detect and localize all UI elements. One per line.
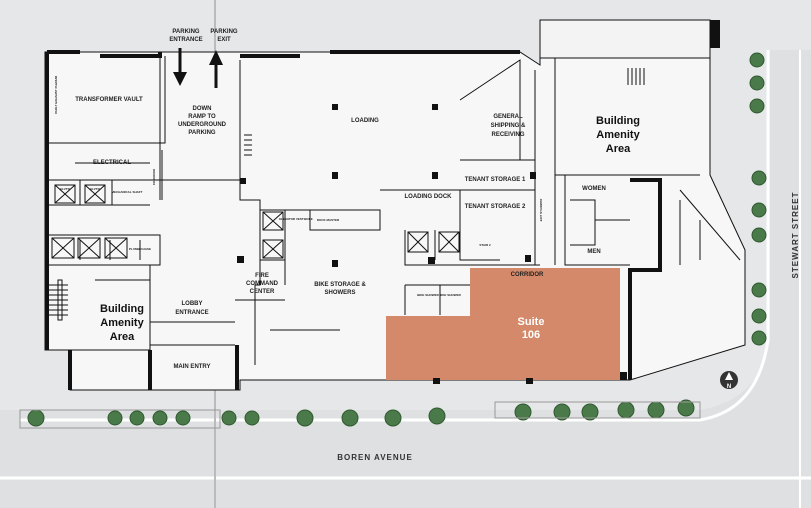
stewart-street-label: STEWART STREET: [791, 192, 800, 279]
svg-text:SHIPPING &: SHIPPING &: [491, 123, 526, 129]
suite-106[interactable]: [386, 268, 620, 380]
svg-text:CORRIDOR: CORRIDOR: [511, 272, 544, 278]
svg-text:PLUMB CHASE: PLUMB CHASE: [129, 247, 151, 251]
north-arrow-icon: N: [720, 371, 738, 390]
svg-text:STAIR 2: STAIR 2: [479, 243, 491, 247]
svg-text:DOWN: DOWN: [193, 106, 212, 112]
suite-label-line1: Suite: [518, 316, 545, 328]
svg-text:Building: Building: [100, 303, 144, 315]
svg-text:TRANSFORMER VAULT: TRANSFORMER VAULT: [75, 97, 143, 103]
svg-text:ELECTRICAL: ELECTRICAL: [93, 160, 131, 166]
svg-text:FIRE: FIRE: [255, 273, 269, 279]
svg-text:BIKE SHOWER: BIKE SHOWER: [439, 293, 461, 297]
svg-text:Area: Area: [110, 331, 135, 343]
svg-text:LOBBY: LOBBY: [182, 301, 203, 307]
parking-arrows: [173, 48, 223, 88]
svg-text:SHOWERS: SHOWERS: [324, 290, 355, 296]
svg-text:ELEVATOR VESTIBULE: ELEVATOR VESTIBULE: [279, 217, 313, 221]
suite-label-line2: 106: [522, 329, 540, 341]
svg-text:Amenity: Amenity: [596, 129, 640, 141]
stairs: [48, 68, 645, 321]
columns: [237, 104, 627, 384]
svg-text:DOCK MASTER: DOCK MASTER: [317, 218, 340, 222]
interior-walls: [44, 56, 741, 365]
svg-text:COMMAND: COMMAND: [246, 281, 279, 287]
svg-text:MAIN ENTRY: MAIN ENTRY: [173, 364, 210, 370]
svg-text:CORRIDOR: CORRIDOR: [152, 168, 156, 185]
svg-text:RAMP TO: RAMP TO: [188, 114, 216, 120]
svg-text:LOADING: LOADING: [351, 118, 379, 124]
svg-text:RECEIVING: RECEIVING: [491, 132, 524, 138]
svg-text:BIKE SHOWER: BIKE SHOWER: [417, 293, 439, 297]
svg-text:WOMEN: WOMEN: [582, 186, 606, 192]
parking-entrance-label: PARKING: [172, 29, 200, 35]
parking-entrance-label: ENTRANCE: [169, 37, 202, 43]
svg-text:EXIT STAIRWAY: EXIT STAIRWAY: [539, 199, 543, 222]
svg-text:Area: Area: [606, 143, 631, 155]
svg-text:PARKING: PARKING: [188, 130, 216, 136]
svg-text:BIKE STORAGE &: BIKE STORAGE &: [314, 282, 366, 288]
svg-text:N: N: [727, 384, 731, 390]
elevators: [51, 184, 460, 259]
street-area: [0, 50, 811, 508]
room-labels: TRANSFORMER VAULT VAULT EXHAUST PLENUM E…: [54, 75, 641, 370]
svg-text:VAULT EXHAUST PLENUM: VAULT EXHAUST PLENUM: [54, 75, 58, 114]
svg-text:GENERAL: GENERAL: [493, 114, 523, 120]
svg-text:UNDERGROUND: UNDERGROUND: [178, 122, 227, 128]
svg-text:TENANT STORAGE 1: TENANT STORAGE 1: [465, 177, 526, 183]
svg-text:ELVTR: ELVTR: [90, 187, 100, 191]
svg-text:ELVTR: ELVTR: [60, 187, 70, 191]
svg-text:MECHANICAL SHAFT: MECHANICAL SHAFT: [112, 190, 143, 194]
boren-avenue-label: BOREN AVENUE: [337, 453, 413, 462]
svg-text:Amenity: Amenity: [100, 317, 144, 329]
svg-text:MEN: MEN: [587, 249, 600, 255]
parking-exit-label: EXIT: [217, 37, 231, 43]
svg-text:CENTER: CENTER: [250, 289, 275, 295]
svg-text:Building: Building: [596, 115, 640, 127]
svg-text:ENTRANCE: ENTRANCE: [175, 310, 208, 316]
svg-text:LOADING DOCK: LOADING DOCK: [405, 194, 453, 200]
parking-exit-label: PARKING: [210, 29, 238, 35]
trees: [27, 52, 767, 427]
svg-text:TENANT STORAGE 2: TENANT STORAGE 2: [465, 204, 526, 210]
